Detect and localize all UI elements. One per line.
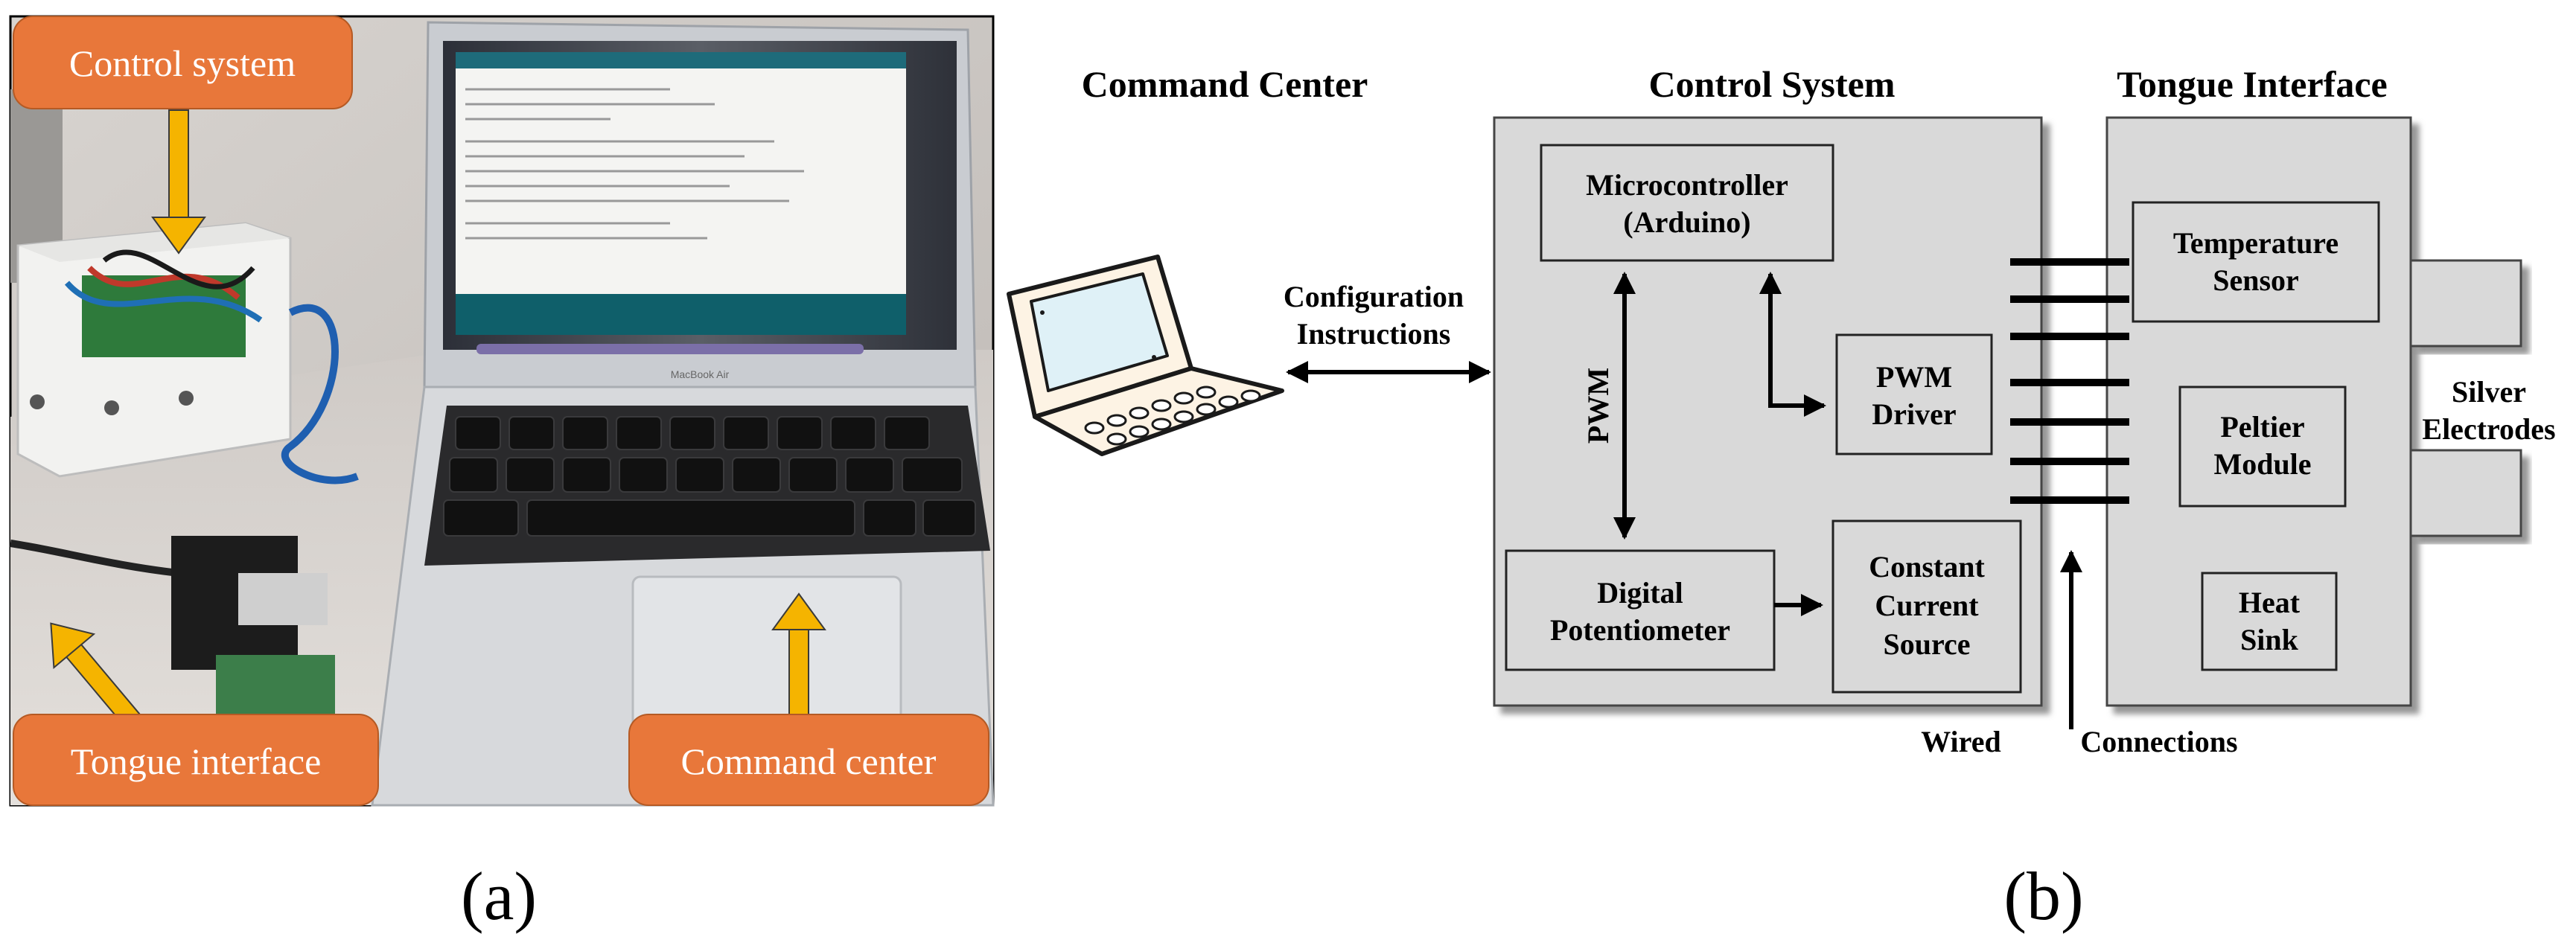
- electrode-bottom: [2409, 449, 2522, 537]
- panel-a-photo: MacBook Air: [9, 15, 995, 807]
- peltier-label-1: Peltier: [2220, 410, 2304, 444]
- digital-pot-label-1: Digital: [1597, 576, 1683, 610]
- ccs-label-1: Constant: [1869, 550, 1985, 583]
- pwm-driver-label-2: Driver: [1872, 397, 1956, 431]
- mcu-to-pwm-driver-arrow: [1759, 272, 1826, 417]
- pwm-driver-block: [1835, 333, 1993, 455]
- microcontroller-label-1: Microcontroller: [1586, 168, 1788, 202]
- wired-label-1: Wired: [1921, 725, 2000, 758]
- electrodes-label-1: Silver: [2452, 375, 2526, 409]
- control-box: [16, 222, 359, 484]
- link-label-line1: Configuration: [1284, 280, 1464, 313]
- panel-b-diagram: Command Center Control System Tongue Int…: [1007, 63, 2556, 758]
- tongue-device: [10, 536, 335, 714]
- temp-sensor-label-1: Temperature: [2173, 226, 2339, 260]
- panel-a-caption: (a): [461, 858, 537, 934]
- arrow-to-control-box: [151, 109, 206, 255]
- callout-control-system-text: Control system: [69, 42, 296, 84]
- arrow-to-laptop: [771, 592, 826, 723]
- temp-sensor-label-2: Sensor: [2213, 263, 2299, 297]
- heat-sink-block: [2201, 572, 2338, 671]
- callout-tongue-interface-text: Tongue interface: [71, 741, 322, 782]
- pwm-driver-label-1: PWM: [1876, 360, 1952, 394]
- callout-command-center: Command center: [628, 714, 989, 806]
- peltier-module-block: [2178, 386, 2347, 508]
- wired-connection-bars: [2010, 258, 2129, 504]
- header-control-system: Control System: [1648, 63, 1895, 105]
- constant-current-block: [1831, 519, 2022, 694]
- ccs-label-2: Current: [1875, 589, 1979, 622]
- link-label-line2: Instructions: [1297, 317, 1451, 351]
- heat-sink-label-2: Sink: [2240, 623, 2299, 656]
- digital-pot-label-2: Potentiometer: [1550, 613, 1730, 647]
- peltier-label-2: Module: [2213, 447, 2311, 481]
- pwm-bus-label: PWM: [1581, 368, 1615, 444]
- callout-control-system: Control system: [13, 16, 353, 109]
- microcontroller-block: [1540, 144, 1834, 262]
- microcontroller-label-2: (Arduino): [1623, 205, 1750, 239]
- header-tongue-interface: Tongue Interface: [2117, 63, 2387, 105]
- laptop-photo: MacBook Air: [371, 21, 995, 807]
- callout-tongue-interface: Tongue interface: [13, 714, 379, 806]
- laptop-brand-label: MacBook Air: [671, 368, 730, 380]
- callout-command-center-text: Command center: [681, 741, 937, 782]
- temperature-sensor-block: [2132, 201, 2380, 323]
- heat-sink-label-1: Heat: [2239, 586, 2301, 619]
- electrodes-label-2: Electrodes: [2422, 412, 2555, 446]
- electrode-top: [2409, 259, 2522, 348]
- laptop-icon: [1007, 255, 1284, 456]
- ccs-label-3: Source: [1883, 627, 1970, 661]
- digital-pot-block: [1505, 549, 1776, 671]
- header-command-center: Command Center: [1082, 63, 1368, 105]
- wired-label-2: Connections: [2080, 725, 2237, 758]
- panel-b-caption: (b): [2003, 858, 2083, 934]
